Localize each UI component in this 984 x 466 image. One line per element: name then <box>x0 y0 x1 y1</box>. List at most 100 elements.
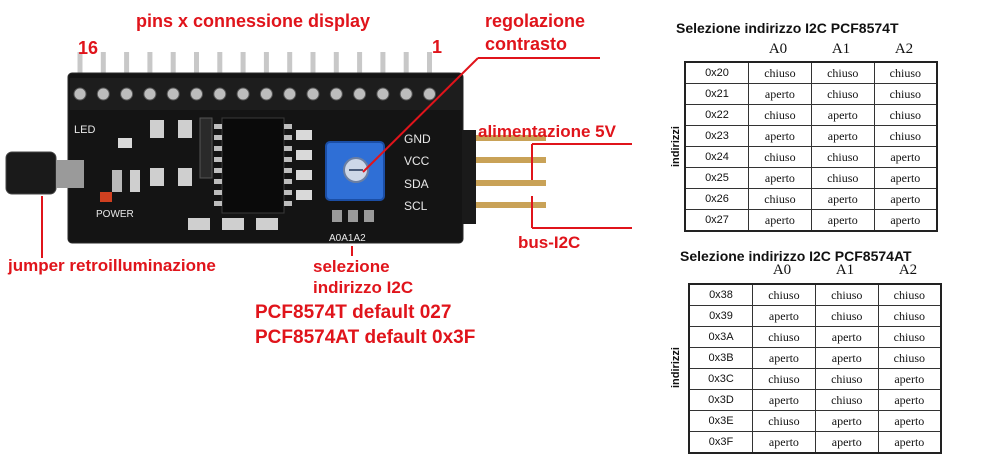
contrast-label-line2: contrasto <box>485 34 568 54</box>
pin-1-label: 1 <box>432 37 443 57</box>
jumper-state-cell: aperto <box>873 167 938 189</box>
table-pcf8574t-header: A0 A1 A2 <box>747 41 937 59</box>
jumper-state-cell: chiuso <box>810 167 875 189</box>
smd-components <box>112 117 312 230</box>
pins-connection-label: pins x connessione display <box>136 11 371 31</box>
jumper-state-cell: chiuso <box>748 146 812 168</box>
chip-leg <box>284 201 292 206</box>
header-pad <box>353 87 367 101</box>
pcf8574-chip <box>221 117 285 214</box>
chip-leg <box>284 157 292 162</box>
address-code-cell: 0x3A <box>688 326 753 348</box>
jumper-state-cell: aperto <box>814 347 879 369</box>
jumper-state-cell: chiuso <box>752 410 816 432</box>
power-label: alimentazione 5V <box>478 122 616 141</box>
header-pads <box>73 87 436 101</box>
address-code-cell: 0x26 <box>684 188 749 210</box>
jumper-state-cell: aperto <box>810 125 875 147</box>
jumper-state-cell: aperto <box>810 209 875 232</box>
silk-led: LED <box>74 124 95 136</box>
jumper-state-cell: chiuso <box>748 104 812 126</box>
header-pad <box>96 87 110 101</box>
table-pcf8574t-side-label: indirizzi <box>670 126 682 167</box>
header-pad <box>423 87 436 101</box>
jumper-state-cell: chiuso <box>873 83 938 105</box>
chip-leg <box>284 179 292 184</box>
jumper-state-cell: chiuso <box>752 368 816 390</box>
header-pin <box>170 52 176 78</box>
column-a2: A2 <box>894 41 914 57</box>
address-code-cell: 0x21 <box>684 83 749 105</box>
jumper-state-cell: chiuso <box>877 283 942 306</box>
column-a1: A1 <box>835 262 855 278</box>
default-pcf8574at-label: PCF8574AT default 0x3F <box>255 327 476 348</box>
jumper-state-cell: aperto <box>873 188 938 210</box>
header-pin <box>194 52 199 78</box>
jumper-state-cell: aperto <box>752 347 816 369</box>
header-pin <box>124 52 130 78</box>
jumper-state-cell: aperto <box>877 389 942 411</box>
address-code-cell: 0x25 <box>684 167 749 189</box>
header-pin <box>310 52 316 78</box>
jumper-state-cell: chiuso <box>748 61 812 84</box>
table-pcf8574t-title: Selezione indirizzo I2C PCF8574T <box>676 20 899 36</box>
address-label-line2: indirizzo I2C <box>313 278 414 297</box>
default-pcf8574t-label: PCF8574T default 027 <box>255 302 452 323</box>
address-code-cell: 0x23 <box>684 125 749 147</box>
address-code-cell: 0x20 <box>684 61 749 84</box>
header-pin <box>147 52 153 78</box>
address-code-cell: 0x24 <box>684 146 749 168</box>
header-pin <box>380 52 386 78</box>
table-pcf8574at-side-label: indirizzi <box>670 347 682 388</box>
led-indicator <box>100 192 112 202</box>
chip-leg <box>284 146 292 151</box>
address-code-cell: 0x3F <box>688 431 753 454</box>
address-code-cell: 0x3C <box>688 368 753 390</box>
column-a2: A2 <box>898 262 918 278</box>
chip-leg <box>214 135 222 140</box>
header-pad <box>399 87 413 101</box>
jumper-state-cell: chiuso <box>810 146 875 168</box>
jumper-state-cell: chiuso <box>810 61 875 84</box>
address-code-cell: 0x3D <box>688 389 753 411</box>
header-pin <box>403 52 409 78</box>
jumper-state-cell: chiuso <box>873 61 938 84</box>
jumper-state-cell: chiuso <box>877 326 942 348</box>
jumper-state-cell: chiuso <box>873 125 938 147</box>
jumper-state-cell: chiuso <box>752 283 816 306</box>
jumper-state-cell: aperto <box>752 431 816 454</box>
jumper-pins <box>56 160 84 188</box>
address-code-cell: 0x39 <box>688 305 753 327</box>
header-pin <box>263 52 269 78</box>
header-pin <box>100 52 106 78</box>
address-code-cell: 0x3B <box>688 347 753 369</box>
table-pcf8574at-header: A0 A1 A2 <box>751 262 941 280</box>
header-pin <box>217 52 223 78</box>
jumper-state-cell: aperto <box>752 389 816 411</box>
display-header-pins <box>77 52 432 78</box>
header-pad <box>329 87 343 101</box>
silk-address-pads: A0A1A2 <box>329 233 366 244</box>
jumper-state-cell: aperto <box>873 209 938 232</box>
chip-leg <box>284 124 292 129</box>
pin-16-label: 16 <box>78 38 99 58</box>
header-pad <box>259 87 273 101</box>
chip-leg <box>214 179 222 184</box>
jumper-state-cell: aperto <box>752 305 816 327</box>
header-pad <box>376 87 390 101</box>
column-a0: A0 <box>768 41 788 57</box>
jumper-state-cell: aperto <box>877 431 942 454</box>
header-pad <box>306 87 320 101</box>
jumper-state-cell: chiuso <box>814 283 879 306</box>
address-code-cell: 0x22 <box>684 104 749 126</box>
jumper-state-cell: aperto <box>877 368 942 390</box>
